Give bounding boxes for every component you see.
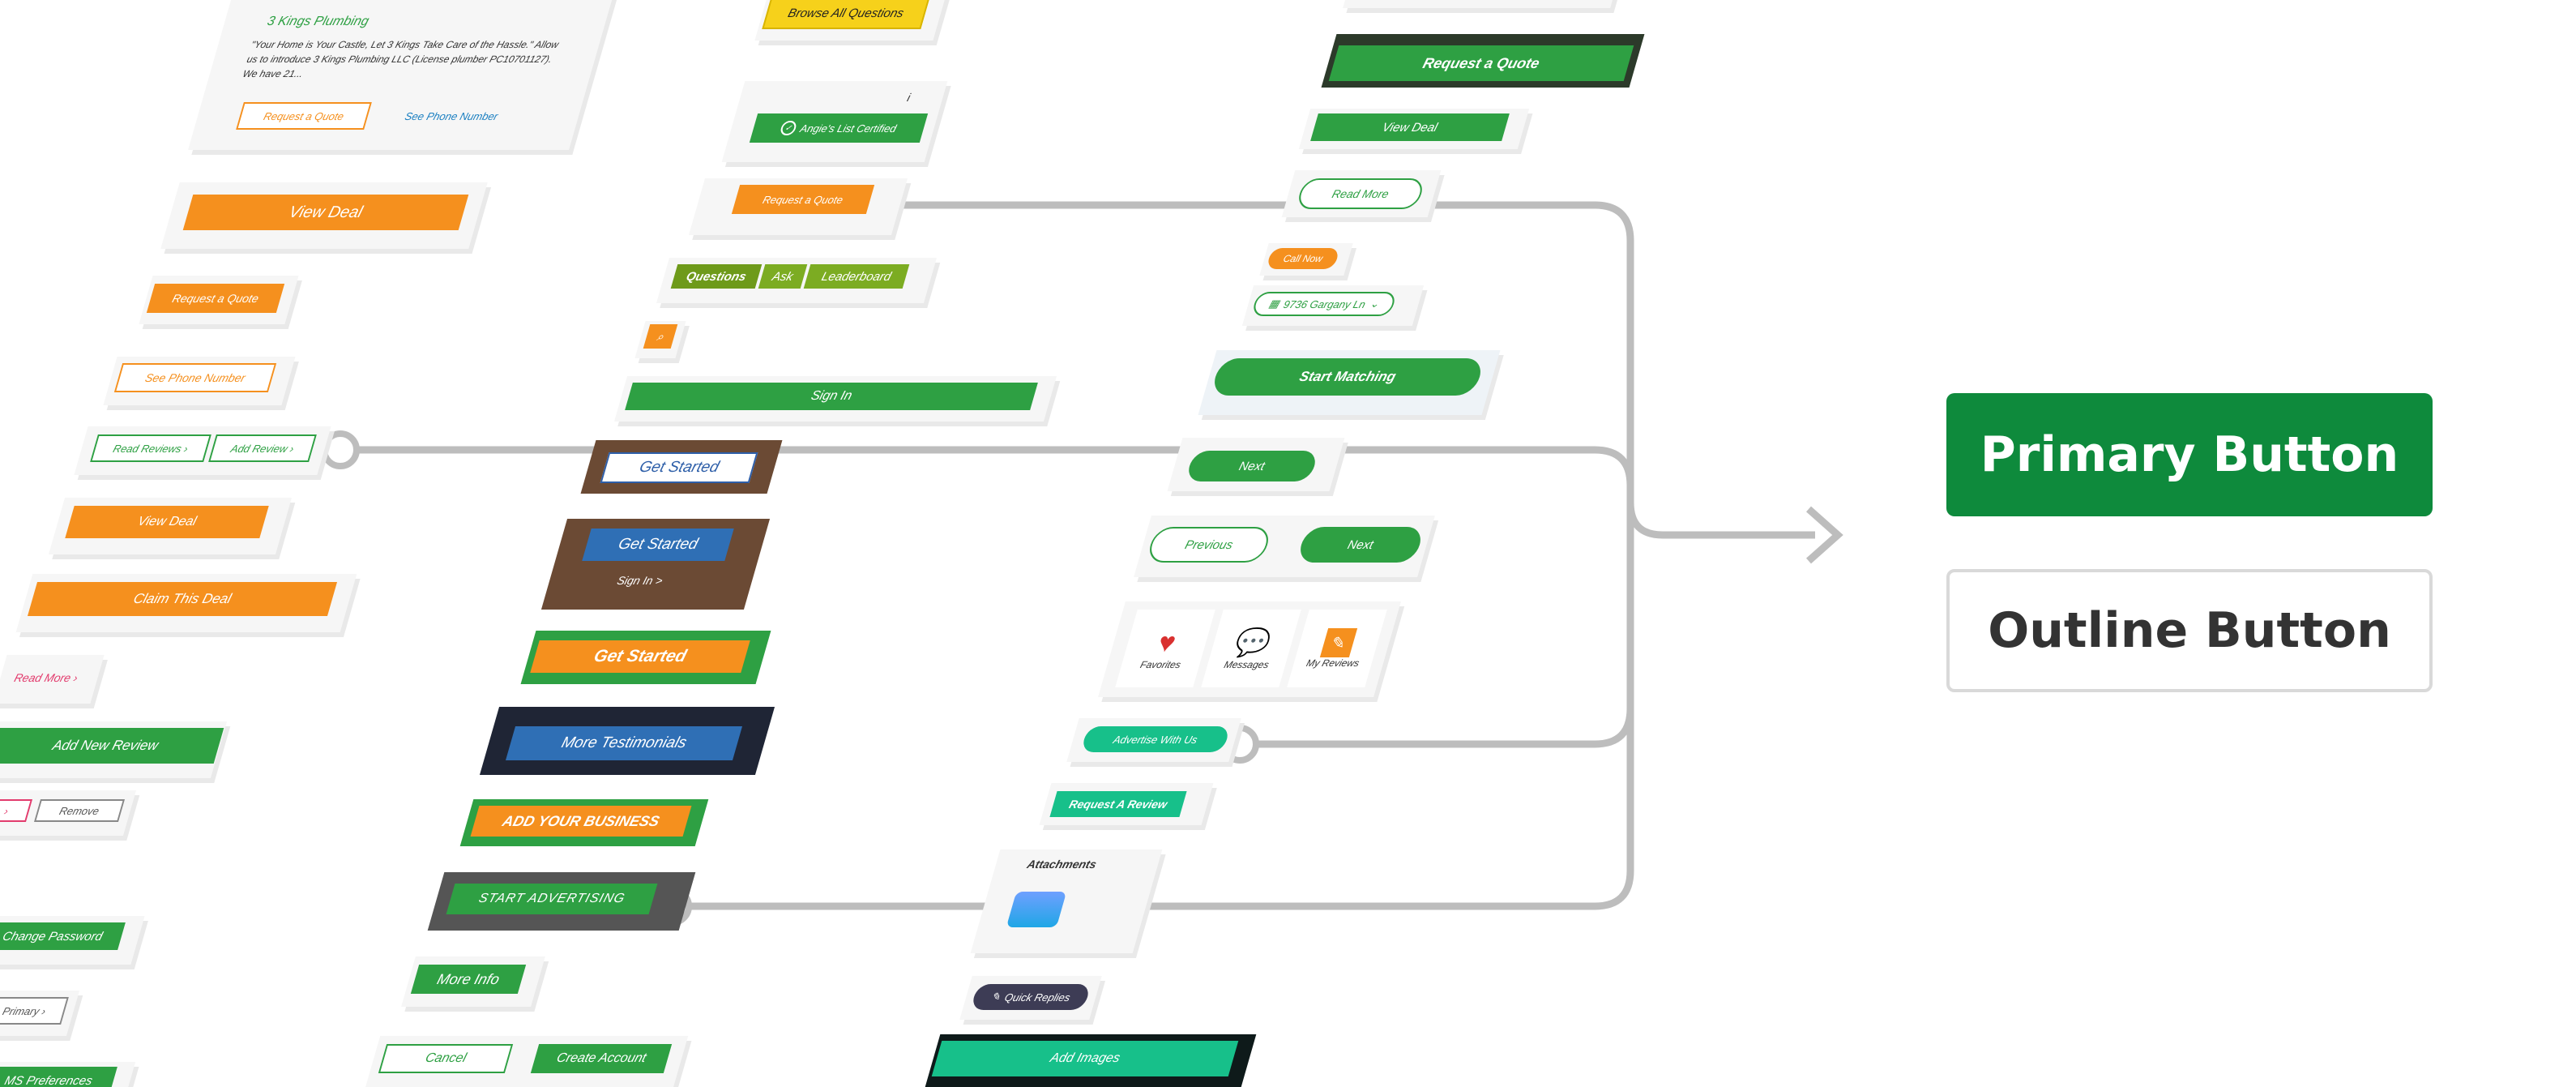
add-review-button[interactable]: Add Review › — [208, 434, 317, 462]
browse-questions-button[interactable]: Browse All Questions — [762, 0, 930, 29]
claim-deal-button[interactable]: Claim This Deal — [27, 582, 338, 616]
map-pin-icon: ▦ — [1267, 297, 1281, 310]
company-name: 3 Kings Plumbing — [265, 15, 371, 28]
start-matching-button[interactable]: Start Matching — [1210, 358, 1485, 396]
start-advertising-button[interactable]: START ADVERTISING — [446, 884, 658, 914]
messages-label: Messages — [1222, 659, 1271, 670]
angies-certified-label: Angie's List Certified — [798, 122, 899, 135]
feather-icon: ✎ — [989, 991, 1002, 1003]
next-button-1[interactable]: Next — [1185, 451, 1319, 481]
more-info-button[interactable]: More Info — [410, 965, 527, 994]
request-quote-large-button[interactable]: Request a Quote — [1328, 45, 1634, 81]
card-request-quote-button[interactable]: Request a Quote — [236, 102, 372, 130]
primary-button[interactable]: Primary › — [0, 997, 69, 1025]
primary-label: Primary — [1, 1004, 41, 1017]
my-reviews-label: My Reviews — [1305, 657, 1361, 669]
get-started-orange-button[interactable]: Get Started — [530, 640, 750, 673]
add-new-review-button[interactable]: Add New Review — [0, 728, 224, 764]
ask-tab[interactable]: Ask — [758, 264, 808, 289]
create-account-button[interactable]: Create Account — [530, 1044, 673, 1073]
sign-in-link[interactable]: Sign In > — [615, 574, 664, 587]
remove-button[interactable]: Remove — [33, 799, 126, 822]
check-circle-icon: ✓ — [779, 121, 798, 135]
angies-certified-badge: ✓Angie's List Certified — [749, 113, 929, 143]
read-reviews-button[interactable]: Read Reviews › — [90, 434, 211, 462]
see-phone-number-button[interactable]: See Phone Number — [113, 363, 277, 392]
request-quote-button[interactable]: Request a Quote — [146, 284, 285, 313]
heart-icon: ♥ — [1154, 627, 1180, 658]
quick-replies-button[interactable]: ✎Quick Replies — [970, 984, 1091, 1010]
next-button-2[interactable]: Next — [1296, 527, 1425, 563]
chat-bubble-icon: 💬 — [1231, 627, 1275, 658]
legend-outline-button[interactable]: Outline Button — [1946, 569, 2433, 692]
address-select[interactable]: ▦9736 Gargany Ln⌄ — [1250, 292, 1398, 316]
leaderboard-tab[interactable]: Leaderboard — [803, 264, 910, 289]
legend-primary-button[interactable]: Primary Button — [1946, 393, 2433, 516]
add-images-button[interactable]: Add Images — [931, 1041, 1239, 1076]
get-started-blue-button[interactable]: Get Started — [582, 529, 734, 561]
more-testimonials-button[interactable]: More Testimonials — [505, 726, 743, 760]
add-review-label: Add Review — [229, 442, 289, 455]
quick-replies-label: Quick Replies — [1003, 991, 1072, 1004]
cancel-button[interactable]: Cancel — [378, 1044, 514, 1073]
attachments-label: Attachments — [1025, 858, 1099, 871]
review-doc-icon: ✎ — [1319, 628, 1358, 657]
chevron-down-icon: ⌄ — [1368, 297, 1382, 310]
address-label: 9736 Gargany Ln — [1282, 297, 1368, 310]
view-deal-large-button[interactable]: View Deal — [182, 195, 469, 230]
call-now-button[interactable]: Call Now — [1266, 248, 1340, 269]
view-deal-button[interactable]: View Deal — [65, 506, 269, 538]
sms-preferences-button[interactable]: MS Preferences — [0, 1067, 117, 1087]
favorites-label: Favorites — [1138, 658, 1183, 670]
attachment-icon[interactable] — [1006, 892, 1067, 927]
previous-button[interactable]: Previous — [1145, 527, 1273, 563]
advertise-button[interactable]: Advertise With Us — [1080, 726, 1231, 752]
read-more-link[interactable]: Read More › — [12, 671, 80, 684]
add-business-button[interactable]: ADD YOUR BUSINESS — [470, 806, 692, 837]
get-started-outline-button[interactable]: Get Started — [600, 452, 758, 483]
read-more-button[interactable]: Read More — [1295, 178, 1426, 209]
request-review-button[interactable]: Request A Review — [1049, 791, 1187, 817]
change-password-button[interactable]: Change Password — [0, 922, 126, 950]
view-deal-green-button[interactable]: View Deal — [1310, 113, 1510, 141]
read-more-label: Read More — [12, 671, 73, 684]
sign-in-button[interactable]: Sign In — [625, 383, 1038, 410]
card-see-phone-link[interactable]: See Phone Number — [403, 110, 500, 122]
questions-tab[interactable]: Questions — [670, 264, 763, 289]
card-slab — [1343, 0, 1615, 8]
read-reviews-label: Read Reviews — [111, 442, 184, 455]
connector-node — [321, 430, 360, 469]
request-quote-small-button[interactable]: Request a Quote — [731, 185, 875, 214]
company-blurb: "Your Home is Your Castle, Let 3 Kings T… — [241, 39, 561, 79]
